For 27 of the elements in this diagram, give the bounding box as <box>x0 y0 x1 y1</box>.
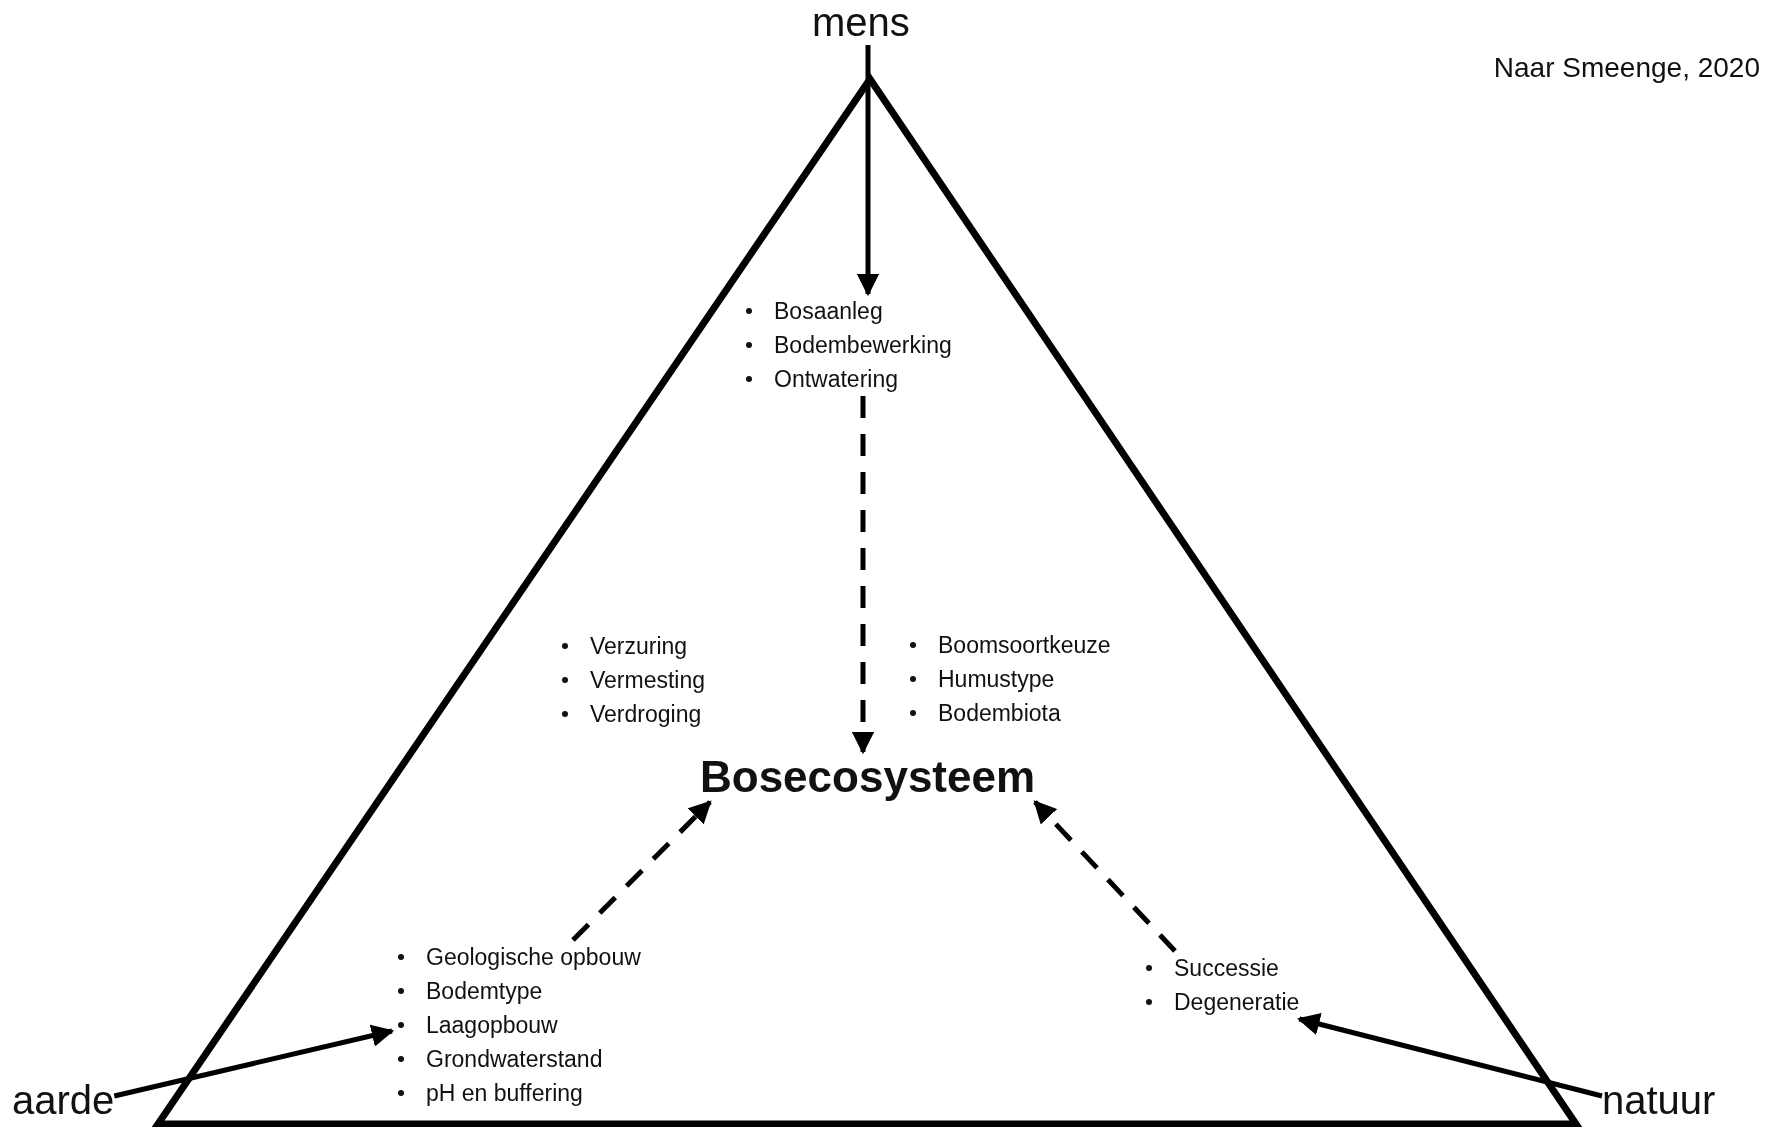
arrow <box>1297 1013 1603 1099</box>
list-item: Boomsoortkeuze <box>938 631 1111 660</box>
list-item: Vermesting <box>590 666 706 695</box>
list-item: Successie <box>1174 954 1279 983</box>
corner-label: aarde <box>12 1078 115 1123</box>
list-item: Ontwatering <box>774 365 898 394</box>
list-item: Grondwaterstand <box>426 1045 603 1074</box>
source-caption: Naar Smeenge, 2020 <box>1493 52 1760 84</box>
list-item: pH en buffering <box>426 1079 583 1108</box>
list-item: Verzuring <box>590 632 688 661</box>
arrow <box>113 1024 395 1099</box>
dashed-arrow <box>571 800 712 942</box>
dashed-arrow <box>1033 800 1177 953</box>
list-item: Bosaanleg <box>774 297 883 326</box>
corner-label: natuur <box>1602 1078 1716 1123</box>
list-item: Bodemtype <box>426 977 543 1006</box>
list-item: Bodembewerking <box>774 331 952 360</box>
dashed-arrow <box>851 396 875 755</box>
list-item: Degeneratie <box>1174 988 1300 1017</box>
list-item: Verdroging <box>590 700 702 729</box>
list-item: Bodembiota <box>938 699 1061 728</box>
list-item: Laagopbouw <box>426 1011 558 1040</box>
arrow <box>856 45 880 297</box>
corner-label: mens <box>812 0 910 45</box>
list-item: Geologische opbouw <box>426 943 641 972</box>
list-item: Humustype <box>938 665 1055 694</box>
central-label: Bosecosysteem <box>700 752 1036 802</box>
